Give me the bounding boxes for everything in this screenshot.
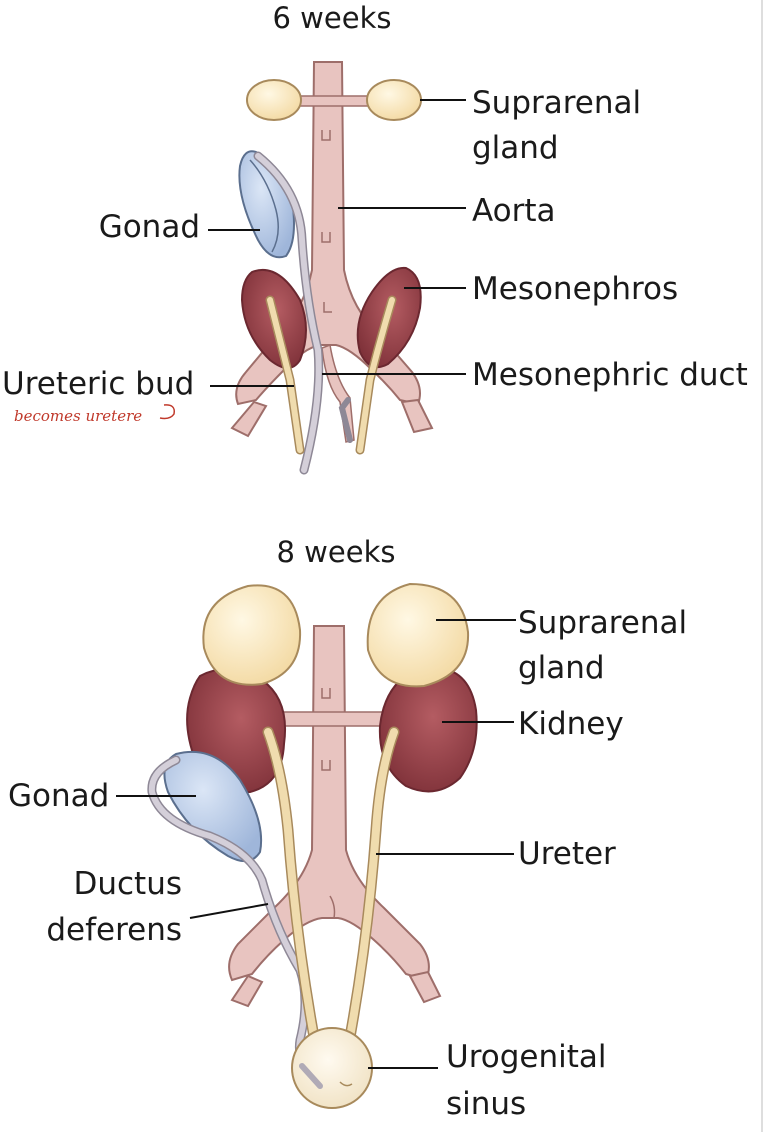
panel-6-weeks: 6 weeks Sup: [2, 1, 748, 475]
label-urogenital-8wk-line2: sinus: [446, 1086, 526, 1122]
label-ductus-8wk-line1: Ductus: [73, 866, 182, 902]
label-suprarenal-6wk-line2: gland: [472, 130, 559, 166]
suprarenal-gland-right-6wk: [366, 79, 422, 121]
label-ureteric-bud-6wk: Ureteric bud: [2, 366, 194, 402]
label-mesonephric-duct-6wk: Mesonephric duct: [472, 357, 748, 393]
label-suprarenal-8wk-line1: Suprarenal: [518, 605, 687, 641]
label-mesonephros-6wk: Mesonephros: [472, 271, 678, 307]
label-urogenital-8wk-line1: Urogenital: [446, 1039, 607, 1075]
suprarenal-gland-left-6wk: [246, 79, 302, 121]
label-ductus-8wk-line2: deferens: [46, 912, 182, 948]
suprarenal-gland-left-8wk: [202, 584, 302, 686]
panel-title-6-weeks: 6 weeks: [273, 1, 392, 35]
label-gonad-6wk: Gonad: [99, 209, 200, 245]
handwritten-note: becomes uretere: [14, 407, 142, 425]
label-suprarenal-8wk-line2: gland: [518, 650, 605, 686]
label-ureter-8wk: Ureter: [518, 836, 616, 872]
aorta-8wk: [228, 625, 442, 1008]
suprarenal-gland-right-8wk: [366, 582, 470, 688]
label-kidney-8wk: Kidney: [518, 706, 624, 742]
panel-8-weeks: 8 weeks Suprar: [8, 535, 687, 1122]
label-gonad-8wk: Gonad: [8, 778, 109, 814]
label-aorta-6wk: Aorta: [472, 193, 556, 229]
label-suprarenal-6wk-line1: Suprarenal: [472, 85, 641, 121]
panel-title-8-weeks: 8 weeks: [277, 535, 396, 569]
